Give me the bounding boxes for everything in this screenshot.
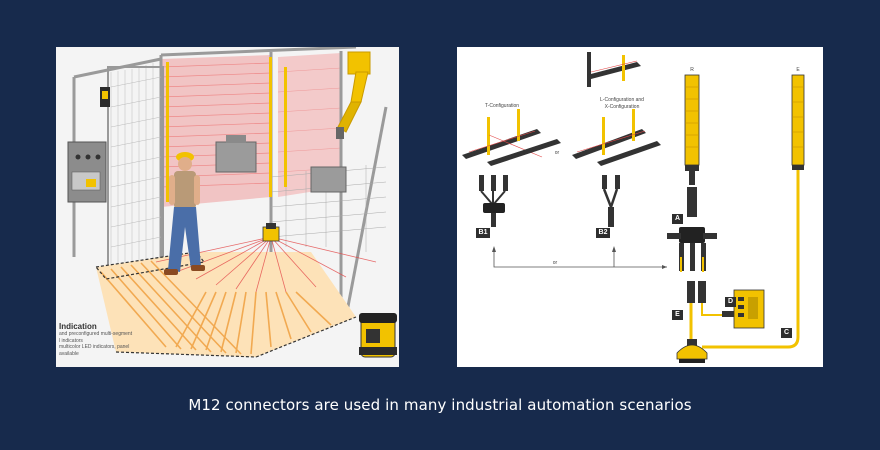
r-light-curtain: [684, 74, 700, 185]
label-box-b1: B1: [476, 228, 490, 238]
label-box-e: E: [672, 310, 683, 320]
safety-cell-drawing: [56, 47, 399, 367]
indication-line: l indicators: [59, 337, 83, 344]
return-arrow-path: [493, 252, 662, 268]
l-configuration-graphic-top: [587, 52, 641, 87]
cable-c: [702, 170, 800, 349]
safety-cell-illustration: Indication and preconfigured multi-segme…: [56, 47, 399, 367]
lx-configuration-label-line2: X-Configuration: [604, 104, 640, 110]
worker-figure: [164, 152, 205, 275]
e-dome-device: [676, 339, 708, 363]
or-label-top: or: [554, 150, 560, 156]
lx-configuration-label-line1: L-Configuration and: [600, 97, 644, 103]
safety-module-d: [722, 289, 765, 329]
y-splitter-b2: [602, 175, 620, 227]
label-box-c: C: [781, 328, 792, 338]
indication-line: multicolor LED indicators, panel: [59, 344, 130, 350]
light-curtain-post-left: [166, 62, 169, 202]
indication-line: and preconfigured multi-segment: [59, 331, 133, 337]
or-label-bottom: or: [552, 260, 558, 266]
safety-laser-scanner: [359, 313, 397, 358]
lx-configuration-graphic: [572, 109, 661, 166]
label-box-a: A: [672, 214, 683, 224]
label-box-d: D: [725, 297, 736, 307]
cable-d: [701, 303, 722, 316]
label-box-b2: B2: [596, 228, 610, 238]
image-caption: M12 connectors are used in many industri…: [188, 396, 692, 414]
engine-block: [215, 141, 257, 173]
main-t-block: [667, 187, 717, 272]
e-top-label: E: [796, 67, 800, 73]
robot-arm: [336, 51, 371, 139]
configuration-drawing: [457, 47, 823, 367]
t-configuration-label: T-Configuration: [484, 103, 520, 109]
indication-line: available: [59, 350, 79, 357]
t-configuration-graphic: [462, 109, 561, 166]
indication-text-block: Indication and preconfigured multi-segme…: [56, 322, 176, 357]
configuration-diagram: T-Configuration L-Configuration and X-Co…: [457, 47, 823, 367]
t-splitter-b1: [479, 175, 508, 227]
safety-floor-zone: [96, 252, 356, 357]
e-light-curtain: [791, 74, 805, 170]
indication-title: Indication: [59, 322, 97, 331]
r-label: R: [690, 67, 694, 73]
light-curtain-post-right: [269, 57, 272, 197]
